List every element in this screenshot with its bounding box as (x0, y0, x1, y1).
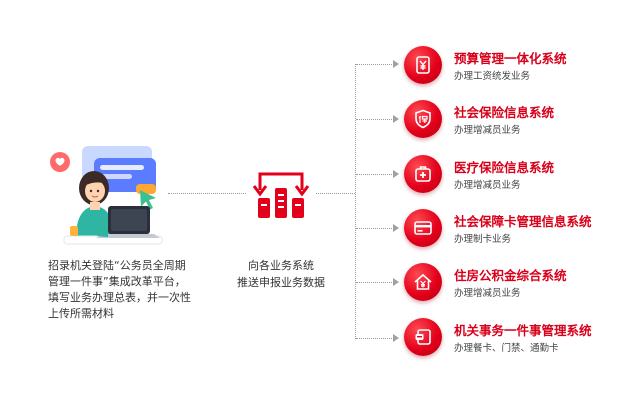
arrow-right-icon (393, 115, 399, 123)
left-caption: 招录机关登陆“公务员全周期 管理一件事”集成改革平台， 填写业务办理总表，并一次… (48, 258, 218, 322)
connector-branch (356, 338, 394, 339)
system-title: 社会保障卡管理信息系统 (454, 214, 592, 229)
system-item-social-security-card: 社会保障卡管理信息系统 办理制卡业务 (404, 207, 634, 251)
system-subtitle: 办理增减员业务 (454, 180, 521, 191)
push-to-servers-icon (252, 168, 310, 220)
system-title: 机关事务一件事管理系统 (454, 323, 592, 338)
connector-left-to-center (168, 193, 246, 194)
center-caption: 向各业务系统 推送申报业务数据 (226, 257, 336, 291)
budget-yen-icon (404, 46, 442, 84)
user-at-laptop-illustration (42, 140, 172, 250)
system-item-budget: 预算管理一体化系统 办理工资统发业务 (404, 44, 634, 88)
system-title: 医疗保险信息系统 (454, 160, 555, 175)
connector-branch (356, 64, 394, 65)
card-holder-icon (404, 318, 442, 356)
left-caption-line: 招录机关登陆“公务员全周期 (48, 259, 186, 272)
connector-trunk (355, 64, 356, 339)
system-item-government-affairs: 机关事务一件事管理系统 办理餐卡、门禁、通勤卡 (404, 316, 634, 360)
social-insurance-bao-icon (404, 100, 442, 138)
system-title: 住房公积金综合系统 (454, 268, 567, 283)
system-title: 社会保险信息系统 (454, 105, 555, 120)
connector-branch (356, 282, 394, 283)
left-caption-line: 管理一件事”集成改革平台， (48, 275, 186, 288)
system-item-medical-insurance: 医疗保险信息系统 办理增减员业务 (404, 153, 634, 197)
connector-branch (356, 119, 394, 120)
arrow-right-icon (393, 170, 399, 178)
system-subtitle: 办理增减员业务 (454, 288, 521, 299)
connector-branch (356, 174, 394, 175)
arrow-right-icon (393, 224, 399, 232)
system-subtitle: 办理工资统发业务 (454, 71, 531, 82)
medical-kit-icon (404, 155, 442, 193)
system-subtitle: 办理餐卡、门禁、通勤卡 (454, 343, 559, 354)
center-caption-line: 向各业务系统 (248, 259, 314, 272)
system-title: 预算管理一体化系统 (454, 51, 567, 66)
bank-card-icon (404, 209, 442, 247)
mug-icon (70, 226, 78, 236)
left-caption-line: 上传所需材料 (48, 307, 114, 320)
house-yen-icon (404, 263, 442, 301)
connector-branch (356, 228, 394, 229)
connector-center-to-trunk (316, 193, 355, 194)
arrow-right-icon (393, 278, 399, 286)
system-item-social-insurance: 社会保险信息系统 办理增减员业务 (404, 98, 634, 142)
center-caption-line: 推送申报业务数据 (237, 276, 325, 289)
system-item-housing-fund: 住房公积金综合系统 办理增减员业务 (404, 261, 634, 305)
system-subtitle: 办理增减员业务 (454, 125, 521, 136)
cursor-icon (140, 190, 156, 210)
system-subtitle: 办理制卡业务 (454, 234, 512, 245)
arrow-right-icon (393, 60, 399, 68)
left-caption-line: 填写业务办理总表，并一次性 (48, 291, 191, 304)
arrow-right-icon (393, 334, 399, 342)
